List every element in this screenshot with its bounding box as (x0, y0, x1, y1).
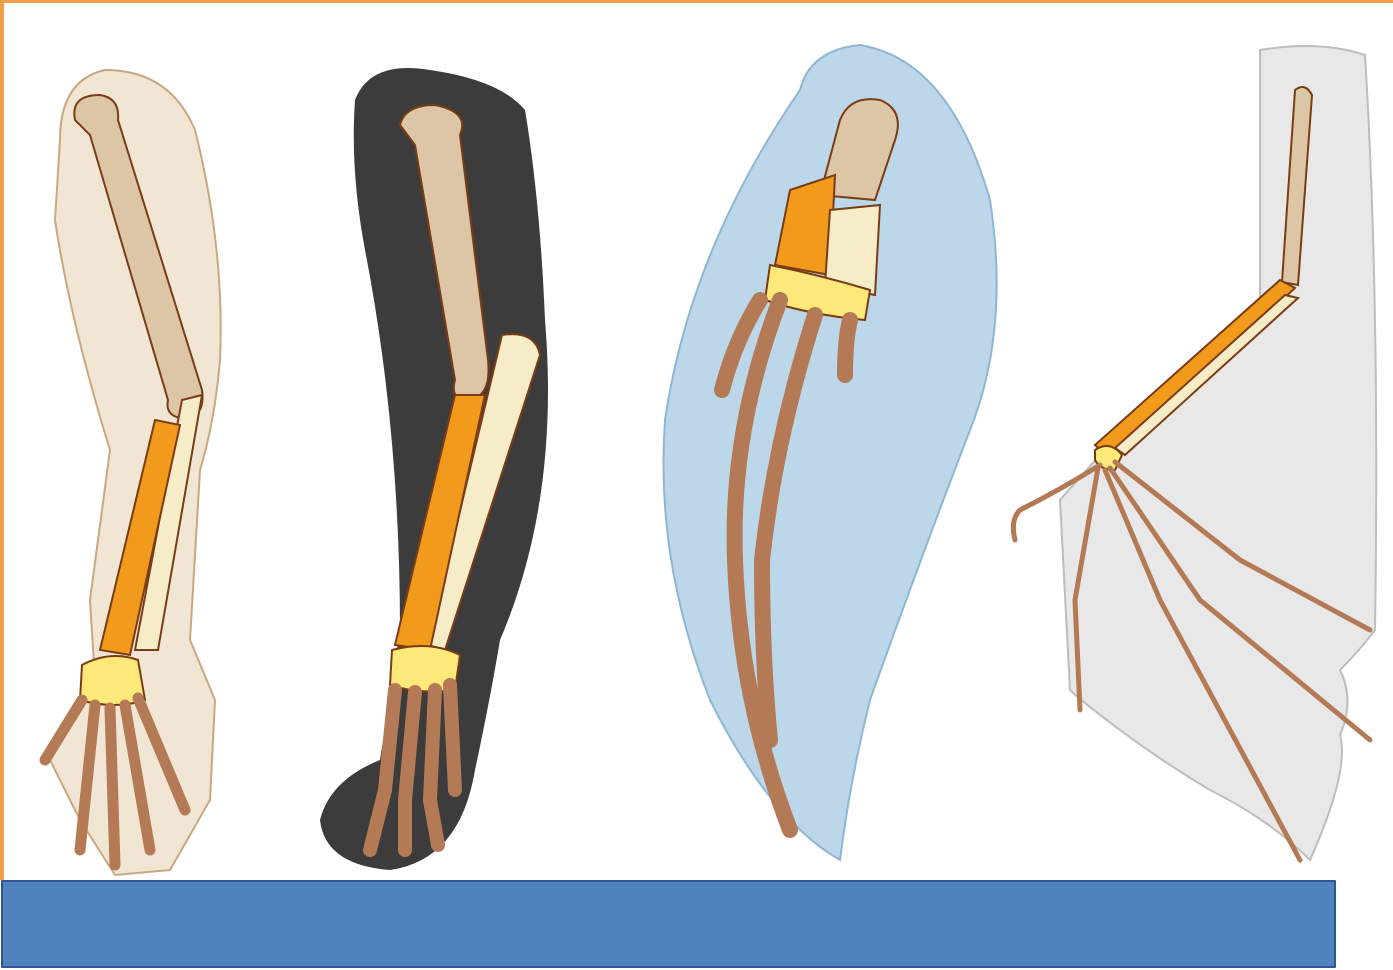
frame-left-border (0, 0, 4, 880)
cat-leg-illustration (310, 0, 570, 880)
whale-flipper-illustration (650, 0, 1010, 880)
bat-wing-illustration (1000, 0, 1393, 880)
caption-box (1, 880, 1336, 968)
human-arm-illustration (20, 0, 250, 880)
